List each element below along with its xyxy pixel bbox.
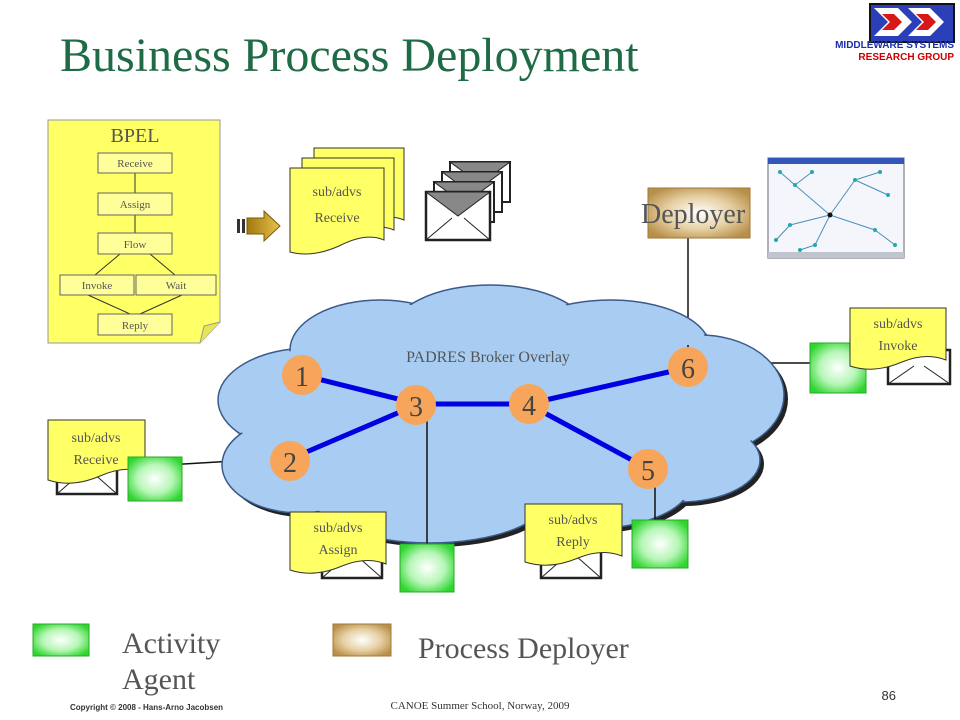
invoke-doc-line2: Invoke [879,339,918,354]
bpel-invoke-label: Invoke [82,280,113,292]
page-number: 86 [881,688,896,703]
assign-doc [289,511,387,574]
receive-doc-line2: Receive [73,453,118,468]
broker-2-label: 2 [283,448,297,479]
broker-2 [270,441,310,481]
deployer-label: Deployer [641,199,746,230]
assign-doc-line2: Assign [319,543,358,558]
legend-activity-line1: Activity [122,627,221,660]
overlay-label: PADRES Broker Overlay [406,349,570,366]
bpel-invoke-node [59,274,135,296]
broker-6-label: 6 [681,354,695,385]
bpel-flow-node [97,232,173,255]
top-doc-line2: Receive [314,211,359,226]
logo-line1: MIDDLEWARE SYSTEMS [835,40,954,51]
bpel-document: BPEL Receive Assign Flow Invoke Wait Rep… [47,119,221,344]
activity-agent-assign [399,543,455,593]
bpel-assign-label: Assign [120,199,151,211]
bpel-reply-label: Reply [122,320,149,332]
legend-activity-agent-swatch [32,623,90,657]
legend-activity-agent-label: Activity Agent [122,626,220,698]
bpel-assign-node [97,192,173,216]
receive-doc-line1: sub/advs [72,431,121,446]
footer-event: CANOE Summer School, Norway, 2009 [390,700,570,712]
activity-agent-reply [631,519,689,569]
padres-broker-overlay-cloud: PADRES Broker Overlay [217,284,788,547]
bpel-flow-label: Flow [124,239,147,251]
bpel-wait-label: Wait [166,280,187,292]
bpel-reply-node [97,313,173,336]
assign-agent-group: sub/advs Assign [289,511,455,593]
broker-4-label: 4 [522,391,536,422]
broker-3 [396,385,436,425]
broker-1-label: 1 [295,362,309,393]
bpel-receive-node [97,152,173,174]
envelope-stack-icon [424,161,512,242]
invoke-agent-group: sub/advs Invoke [809,307,952,394]
broker-5-label: 5 [641,456,655,487]
legend-process-deployer-swatch [332,623,392,657]
invoke-doc-line1: sub/advs [874,317,923,332]
msrg-logo [869,3,955,43]
legend-process-deployer-label: Process Deployer [418,632,629,665]
top-doc-stack: sub/advs Receive [289,147,405,255]
top-doc-line1: sub/advs [313,185,362,200]
bpel-wait-node [135,274,217,296]
reply-doc-line2: Reply [556,535,589,550]
assign-doc-line1: sub/advs [314,521,363,536]
page-title: Business Process Deployment [60,29,639,82]
receive-agent-group: sub/advs Receive [47,419,183,502]
deploy-arrow-icon [237,209,281,243]
broker-1 [282,355,322,395]
bpel-title: BPEL [111,125,160,147]
logo-text: MIDDLEWARE SYSTEMS RESEARCH GROUP [764,40,954,64]
logo-line2: RESEARCH GROUP [858,52,954,63]
broker-6 [668,347,708,387]
broker-3-label: 3 [409,392,423,423]
deployer-node: Deployer [641,187,751,352]
activity-agent-receive [127,456,183,502]
broker-nodes: 1 2 3 4 5 6 [270,347,708,489]
monitoring-screenshot-thumbnail [767,157,905,259]
footer-copyright: Copyright © 2008 - Hans-Arno Jacobsen [70,703,224,712]
reply-doc-line1: sub/advs [549,513,598,528]
invoke-doc [849,307,947,370]
broker-4 [509,384,549,424]
broker-5 [628,449,668,489]
bpel-receive-label: Receive [117,158,153,170]
reply-doc [524,503,623,566]
legend-activity-line2: Agent [122,663,196,696]
reply-agent-group: sub/advs Reply [524,503,689,580]
